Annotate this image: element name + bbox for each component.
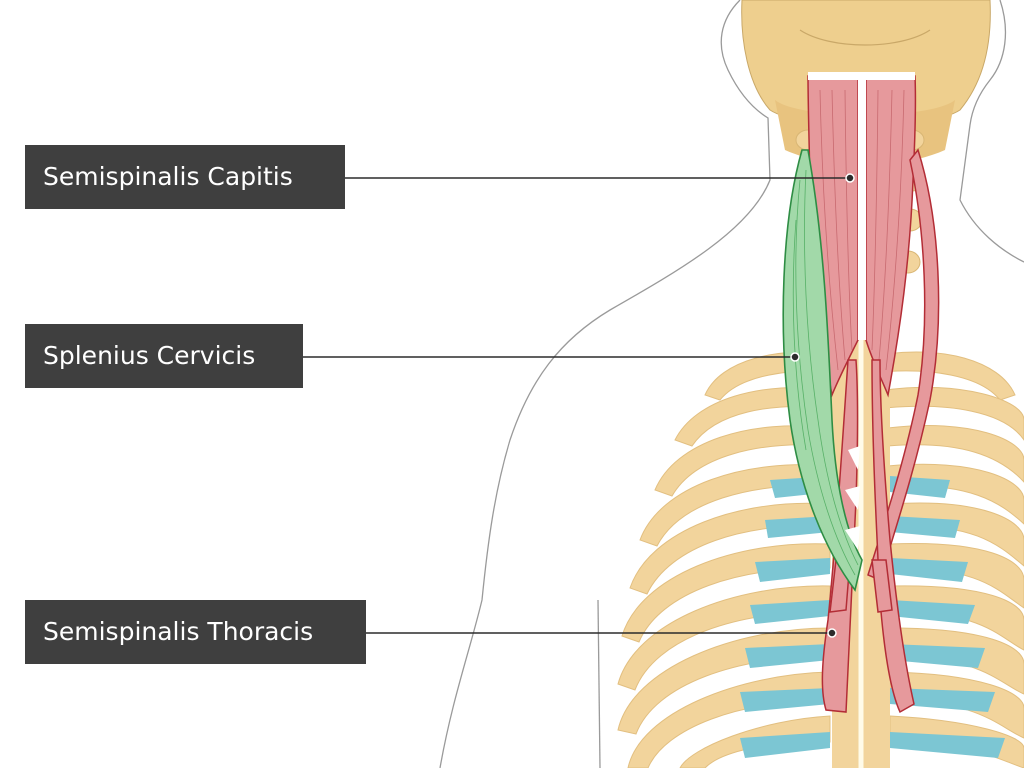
label-semispinalis-capitis: Semispinalis Capitis bbox=[25, 145, 345, 209]
semispinalis-right-long bbox=[867, 148, 940, 582]
pointer-dot-splenius-cervicis bbox=[790, 352, 800, 362]
splenius-cervicis-muscle bbox=[782, 149, 863, 592]
intercostal-tissue bbox=[740, 476, 1005, 758]
body-outline bbox=[439, 0, 1024, 768]
label-splenius-cervicis: Splenius Cervicis bbox=[25, 324, 303, 388]
label-semispinalis-thoracis: Semispinalis Thoracis bbox=[25, 600, 366, 664]
semispinalis-capitis-muscle bbox=[807, 72, 917, 398]
leader-lines bbox=[303, 177, 850, 634]
pointer-dot-semispinalis-thoracis bbox=[827, 628, 837, 638]
leader-dots bbox=[790, 173, 855, 638]
pointer-dot-semispinalis-capitis bbox=[845, 173, 855, 183]
